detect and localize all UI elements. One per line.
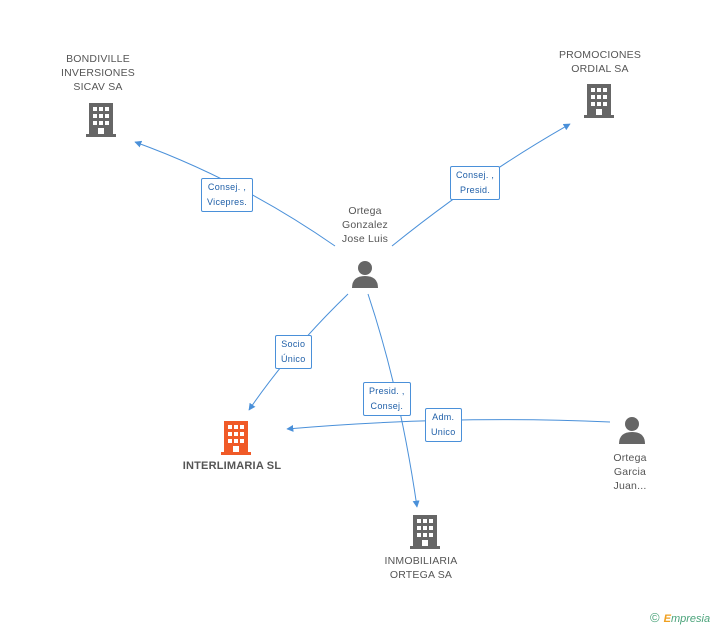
edge-label-line: Único [281, 354, 306, 364]
node-label-line: Ortega [348, 205, 382, 217]
node-label-ortega-juan[interactable]: Ortega Garcia Juan... [590, 451, 670, 493]
edge-label-line: Vicepres. [207, 197, 248, 207]
person-icon[interactable] [352, 261, 378, 288]
edge-label-line: Presid. [460, 185, 491, 195]
edge-label-line: Adm. [432, 412, 455, 422]
brand-name: mpresia [670, 613, 711, 625]
brand-initial: E [663, 613, 671, 625]
node-label-line: INMOBILIARIA [384, 555, 458, 567]
node-label-line: Ortega [613, 452, 647, 464]
node-label-line: BONDIVILLE [66, 53, 130, 65]
node-label-line: SICAV SA [73, 81, 123, 93]
node-label-ortega-jose[interactable]: Ortega Gonzalez Jose Luis [315, 204, 415, 246]
edge-label-socio: Socio Único [275, 335, 312, 369]
node-label-line: Gonzalez [342, 219, 388, 231]
building-icon[interactable] [584, 84, 614, 118]
edge-label-adm-unico: Adm. Unico [425, 408, 462, 442]
node-label-inmobiliaria[interactable]: INMOBILIARIA ORTEGA SA [365, 554, 477, 582]
node-label-promociones[interactable]: PROMOCIONES ORDIAL SA [545, 48, 655, 76]
node-label-line: INTERLIMARIA SL [182, 460, 282, 472]
node-label-line: Juan... [613, 480, 647, 492]
node-label-line: ORDIAL SA [571, 63, 629, 75]
building-icon[interactable] [410, 515, 440, 549]
edge-label-inmobiliaria: Presid. , Consej. [363, 382, 411, 416]
building-icon[interactable] [86, 103, 116, 137]
node-label-line: Jose Luis [341, 233, 389, 245]
edge-label-promociones: Consej. , Presid. [450, 166, 501, 200]
edge-label-line: Unico [431, 427, 456, 437]
brand-logo: ©Empresia [650, 610, 710, 625]
edge-label-line: Socio [281, 339, 306, 349]
edge-label-line: Consej. , [207, 182, 247, 192]
building-icon-focus[interactable] [221, 421, 251, 455]
node-label-line: Garcia [613, 466, 647, 478]
node-label-line: PROMOCIONES [558, 49, 642, 61]
copyright-symbol: © [650, 610, 660, 625]
edge-label-bondiville: Consej. , Vicepres. [201, 178, 254, 212]
edge-label-line: Presid. , [369, 386, 405, 396]
node-label-line: INVERSIONES [61, 67, 135, 79]
node-label-interlimaria[interactable]: INTERLIMARIA SL [166, 459, 298, 473]
edge-label-line: Consej. [370, 401, 404, 411]
person-icon[interactable] [619, 417, 645, 444]
node-label-bondiville[interactable]: BONDIVILLE INVERSIONES SICAV SA [48, 52, 148, 94]
edge-label-line: Consej. , [456, 170, 495, 180]
node-label-line: ORTEGA SA [389, 569, 453, 581]
